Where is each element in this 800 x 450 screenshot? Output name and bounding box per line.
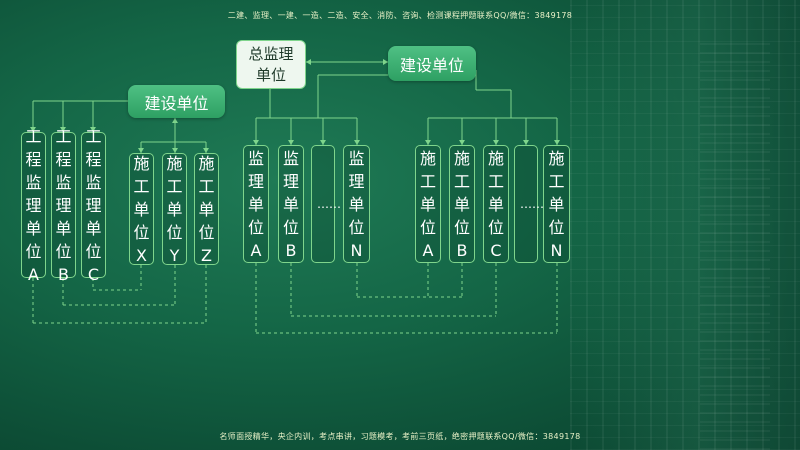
construction-unit-ellipsis-label: …… <box>520 197 544 211</box>
supervision-unit-right-n-label: 监理单位N <box>348 148 365 260</box>
construction-unit-z: 施工单位Z <box>194 153 219 265</box>
supervision-unit-left-a-label: 工程监理单位A <box>25 126 42 284</box>
supervision-unit-left-c: 工程监理单位C <box>81 127 106 284</box>
construction-unit-z-label: 施工单位Z <box>198 153 215 265</box>
construction-unit-c: 施工单位C <box>483 145 509 263</box>
header-note: 二建、监理、一建、一造、二造、安全、消防、咨询、检测课程押题联系QQ/微信：38… <box>227 11 573 20</box>
supervision-unit-left-b-label: 工程监理单位B <box>55 126 72 284</box>
supervision-unit-right-ellipsis: …… <box>311 145 341 263</box>
footer-note: 名师面授精华，央企内训，考点串讲，习题模考，考前三页纸，绝密押题联系QQ/微信：… <box>219 432 581 441</box>
construction-unit-b: 施工单位B <box>449 145 475 263</box>
supervision-unit-left-c-label: 工程监理单位C <box>85 126 102 284</box>
construction-unit-b-label: 施工单位B <box>454 148 471 260</box>
supervision-unit-right-b-label: 监理单位B <box>283 148 300 260</box>
construction-unit-y-label: 施工单位Y <box>166 153 183 265</box>
construction-unit-a-label: 施工单位A <box>420 148 437 260</box>
owner-right-pill: 建设单位 <box>388 46 476 81</box>
construction-unit-x: 施工单位X <box>129 153 154 265</box>
background-building <box>570 0 800 450</box>
supervision-unit-left-b: 工程监理单位B <box>51 127 76 284</box>
supervision-unit-right-ellipsis-label: …… <box>317 197 341 211</box>
construction-unit-ellipsis: …… <box>514 145 544 263</box>
construction-unit-x-label: 施工单位X <box>133 153 150 265</box>
background-building-tower <box>700 40 770 450</box>
supervision-unit-right-a-label: 监理单位A <box>248 148 265 260</box>
supervision-unit-right-a: 监理单位A <box>243 145 269 263</box>
construction-unit-y: 施工单位Y <box>162 153 187 265</box>
construction-unit-a: 施工单位A <box>415 145 441 263</box>
supervision-unit-right-b: 监理单位B <box>278 145 304 263</box>
owner-left-pill: 建设单位 <box>128 85 225 118</box>
construction-unit-c-label: 施工单位C <box>488 148 505 260</box>
supervision-unit-right-n: 监理单位N <box>343 145 370 263</box>
construction-unit-n: 施工单位N <box>543 145 570 263</box>
supervision-unit-left-a: 工程监理单位A <box>21 127 46 284</box>
chief-supervisor-box: 总监理单位 <box>236 40 306 89</box>
construction-unit-n-label: 施工单位N <box>548 148 565 260</box>
